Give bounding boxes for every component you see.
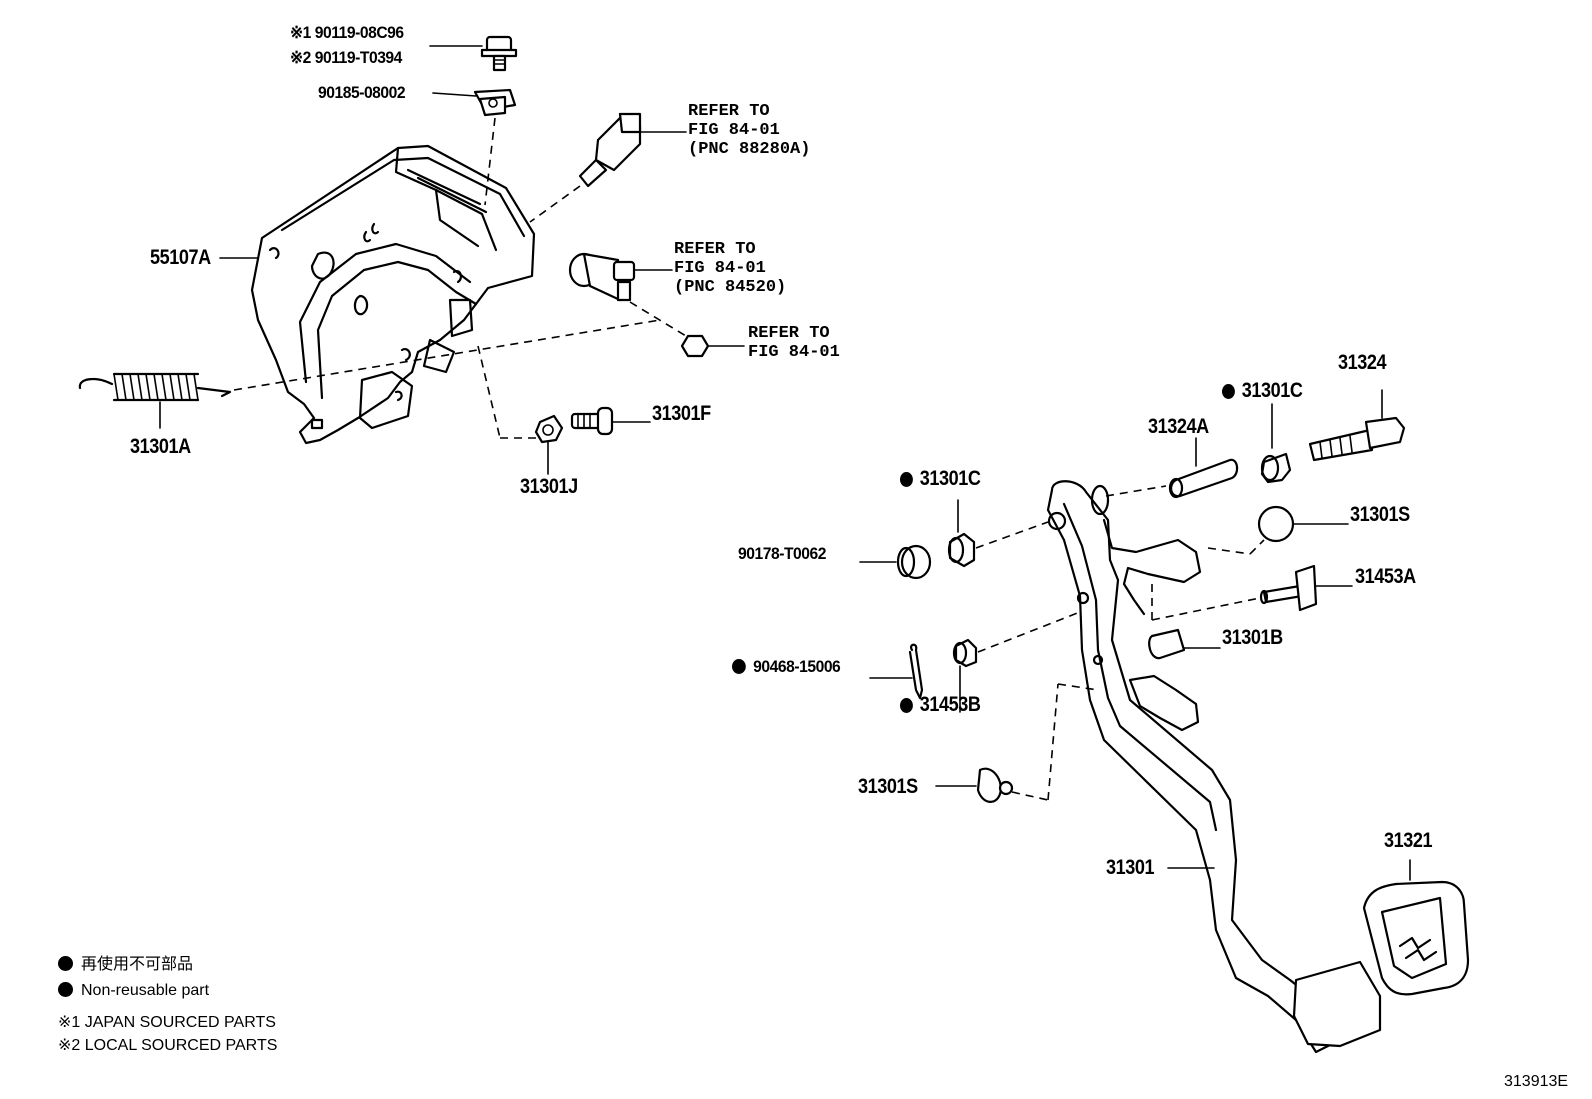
collar-drawing <box>1168 437 1239 499</box>
legend-en: Non-reusable part <box>58 982 209 999</box>
refer-note-nut: REFER TO FIG 84-01 <box>748 324 840 362</box>
ball-drawing <box>1257 505 1349 543</box>
label-washer: 90178-T0062 <box>738 544 826 563</box>
part-number: 31301C <box>919 467 981 490</box>
bushing-small-drawing <box>952 638 978 713</box>
part-number: 31301C <box>1241 379 1303 402</box>
bushing-left-drawing <box>947 499 976 568</box>
refer-line: REFER TO <box>688 102 770 121</box>
part-number: 90468-15006 <box>753 657 841 676</box>
refer-line: REFER TO <box>674 240 756 259</box>
legend-en-text: Non-reusable part <box>81 982 210 999</box>
refer-pnc: (PNC 84520) <box>674 278 787 297</box>
label-clevis-pin: 31453A <box>1355 565 1416 588</box>
refer-line: REFER TO <box>748 324 830 343</box>
clevis-pin-drawing <box>1259 564 1353 612</box>
refer-note-clutch-switch: REFER TO FIG 84-01 (PNC 84520) <box>674 240 786 297</box>
japan-sourced-mark: ※1 <box>290 23 311 42</box>
part-number-bolt-jp: 90119-08C96 <box>314 23 404 42</box>
legend-jp: 再使用不可部品 <box>58 956 193 973</box>
label-cushion: 31301B <box>1222 626 1283 649</box>
non-reusable-dot-icon <box>900 472 913 487</box>
label-bolt-local: ※2 90119-T0394 <box>290 49 402 66</box>
label-pedal-pad: 31321 <box>1384 829 1433 852</box>
stopper-bolt-drawing <box>570 406 651 436</box>
label-bushing-top: 31301C <box>1222 379 1303 402</box>
non-reusable-dot-icon <box>1222 384 1235 399</box>
clip-nut-icon <box>432 88 517 117</box>
washer-drawing <box>859 544 932 580</box>
cushion-drawing <box>1148 628 1221 660</box>
bolt-icon <box>429 35 518 72</box>
non-reusable-dot-icon <box>58 956 73 971</box>
label-clip-pin: 90468-15006 <box>732 657 841 676</box>
legend-note-1: ※1 JAPAN SOURCED PARTS <box>58 1014 276 1031</box>
lock-nut-drawing <box>534 414 564 475</box>
refer-figure-link[interactable]: FIG 84-01 <box>748 343 840 362</box>
bushing-top-drawing <box>1260 403 1292 484</box>
label-bracket: 55107A <box>150 246 211 269</box>
label-bolt-31324: 31324 <box>1338 351 1387 374</box>
refer-pnc: (PNC 88280A) <box>688 140 811 159</box>
refer-figure-link[interactable]: FIG 84-01 <box>688 121 780 140</box>
legend-note-2: ※2 LOCAL SOURCED PARTS <box>58 1037 278 1054</box>
local-sourced-mark: ※2 <box>290 48 311 67</box>
pedal-pad-drawing <box>1362 859 1470 996</box>
refer-figure-link[interactable]: FIG 84-01 <box>674 259 766 278</box>
part-number: 31453B <box>919 693 981 716</box>
label-ball: 31301S <box>1350 503 1410 526</box>
pedal-arm-drawing <box>1046 480 1382 1054</box>
label-bushing-small: 31453B <box>900 693 981 716</box>
non-reusable-dot-icon <box>900 698 913 713</box>
label-stopper-bolt: 31301F <box>652 402 711 425</box>
clutch-switch-drawing <box>568 252 673 302</box>
label-collar: 31324A <box>1148 415 1209 438</box>
refer-note-stop-lamp-switch: REFER TO FIG 84-01 (PNC 88280A) <box>688 102 810 159</box>
label-spring: 31301A <box>130 435 191 458</box>
return-spring-drawing <box>78 372 232 429</box>
label-clip-nut: 90185-08002 <box>318 83 406 102</box>
pedal-bracket-drawing <box>219 144 536 445</box>
part-number-bolt-local: 90119-T0394 <box>314 48 403 67</box>
non-reusable-dot-icon <box>732 659 746 674</box>
stop-lamp-switch-drawing <box>578 112 687 188</box>
nut-icon <box>680 334 745 358</box>
clip-pin-drawing <box>869 643 924 700</box>
non-reusable-dot-icon <box>58 982 73 997</box>
bolt-31324-drawing <box>1308 389 1406 462</box>
label-pedal-arm: 31301 <box>1106 856 1155 879</box>
label-bolt-jp: ※1 90119-08C96 <box>290 24 404 41</box>
stopper-cushion-drawing <box>935 767 1014 803</box>
label-bushing-left: 31301C <box>900 467 981 490</box>
figure-id: 313913E <box>1504 1073 1569 1090</box>
legend-jp-text: 再使用不可部品 <box>81 956 194 973</box>
label-lock-nut: 31301J <box>520 475 578 498</box>
label-stopper-cushion: 31301S <box>858 775 918 798</box>
